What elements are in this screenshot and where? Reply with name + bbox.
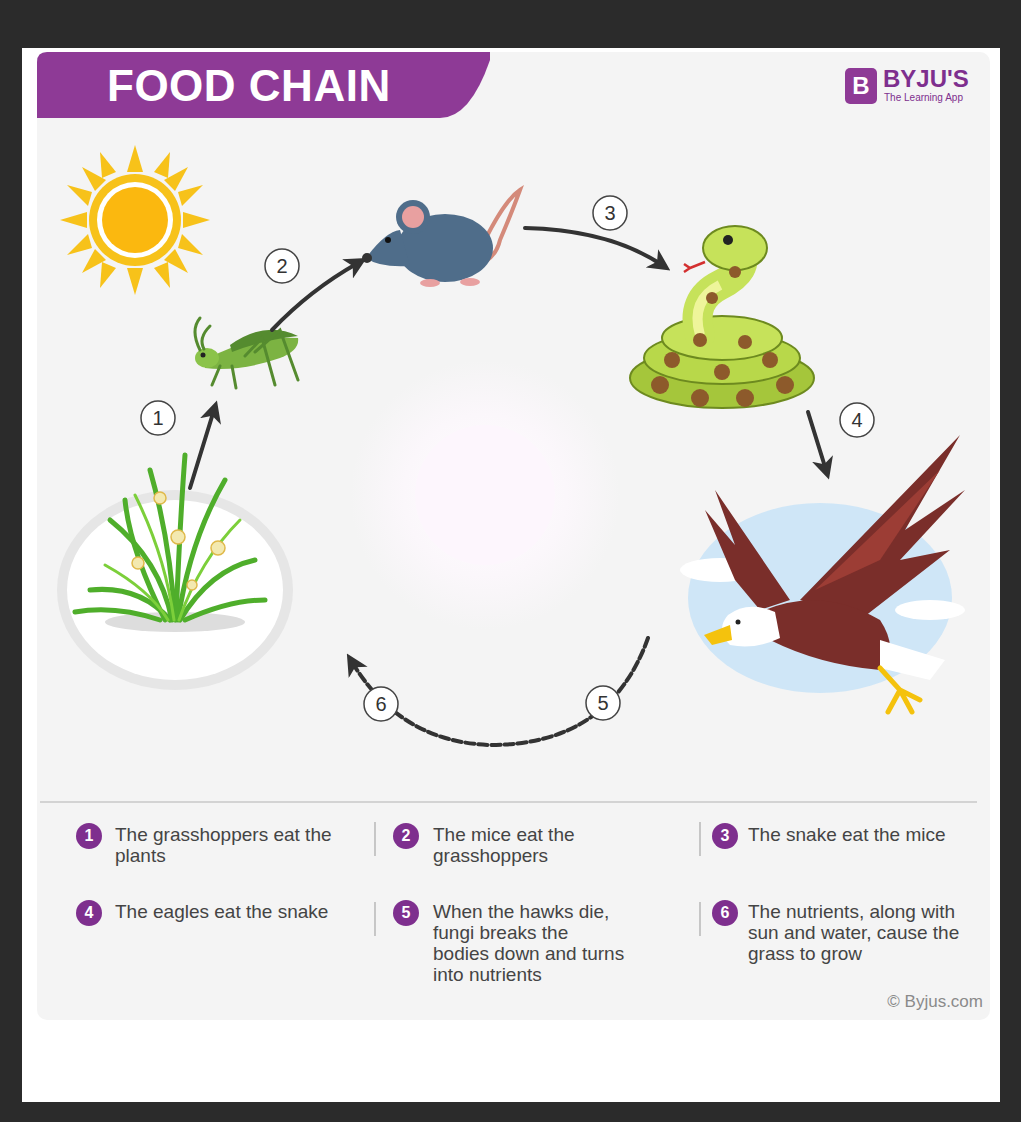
legend-text: The grasshoppers eat the plants — [115, 824, 355, 866]
callout-number: 4 — [840, 408, 874, 432]
callout-number: 5 — [586, 691, 620, 715]
callout-number: 3 — [593, 201, 627, 225]
legend-text: The mice eat the grasshoppers — [433, 824, 673, 866]
logo-letter: B — [845, 68, 877, 104]
copyright-text: © Byjus.com — [887, 992, 983, 1012]
legend-text: The nutrients, along with sun and water,… — [748, 901, 963, 964]
legend-text: The eagles eat the snake — [115, 901, 355, 922]
legend-number: 5 — [393, 903, 419, 923]
callout-number: 2 — [265, 254, 299, 278]
legend-text: When the hawks die, fungi breaks the bod… — [433, 901, 628, 985]
legend-number: 6 — [712, 903, 738, 923]
brand-tagline: The Learning App — [884, 92, 963, 104]
title-text: FOOD CHAIN — [107, 61, 391, 111]
legend-number: 4 — [76, 903, 102, 923]
legend-number: 3 — [712, 826, 738, 846]
legend-text: The snake eat the mice — [748, 824, 978, 845]
callout-number: 1 — [141, 406, 175, 430]
legend-number: 1 — [76, 826, 102, 846]
brand-name: BYJU'S — [883, 66, 969, 92]
legend-number: 2 — [393, 826, 419, 846]
callout-number: 6 — [364, 692, 398, 716]
